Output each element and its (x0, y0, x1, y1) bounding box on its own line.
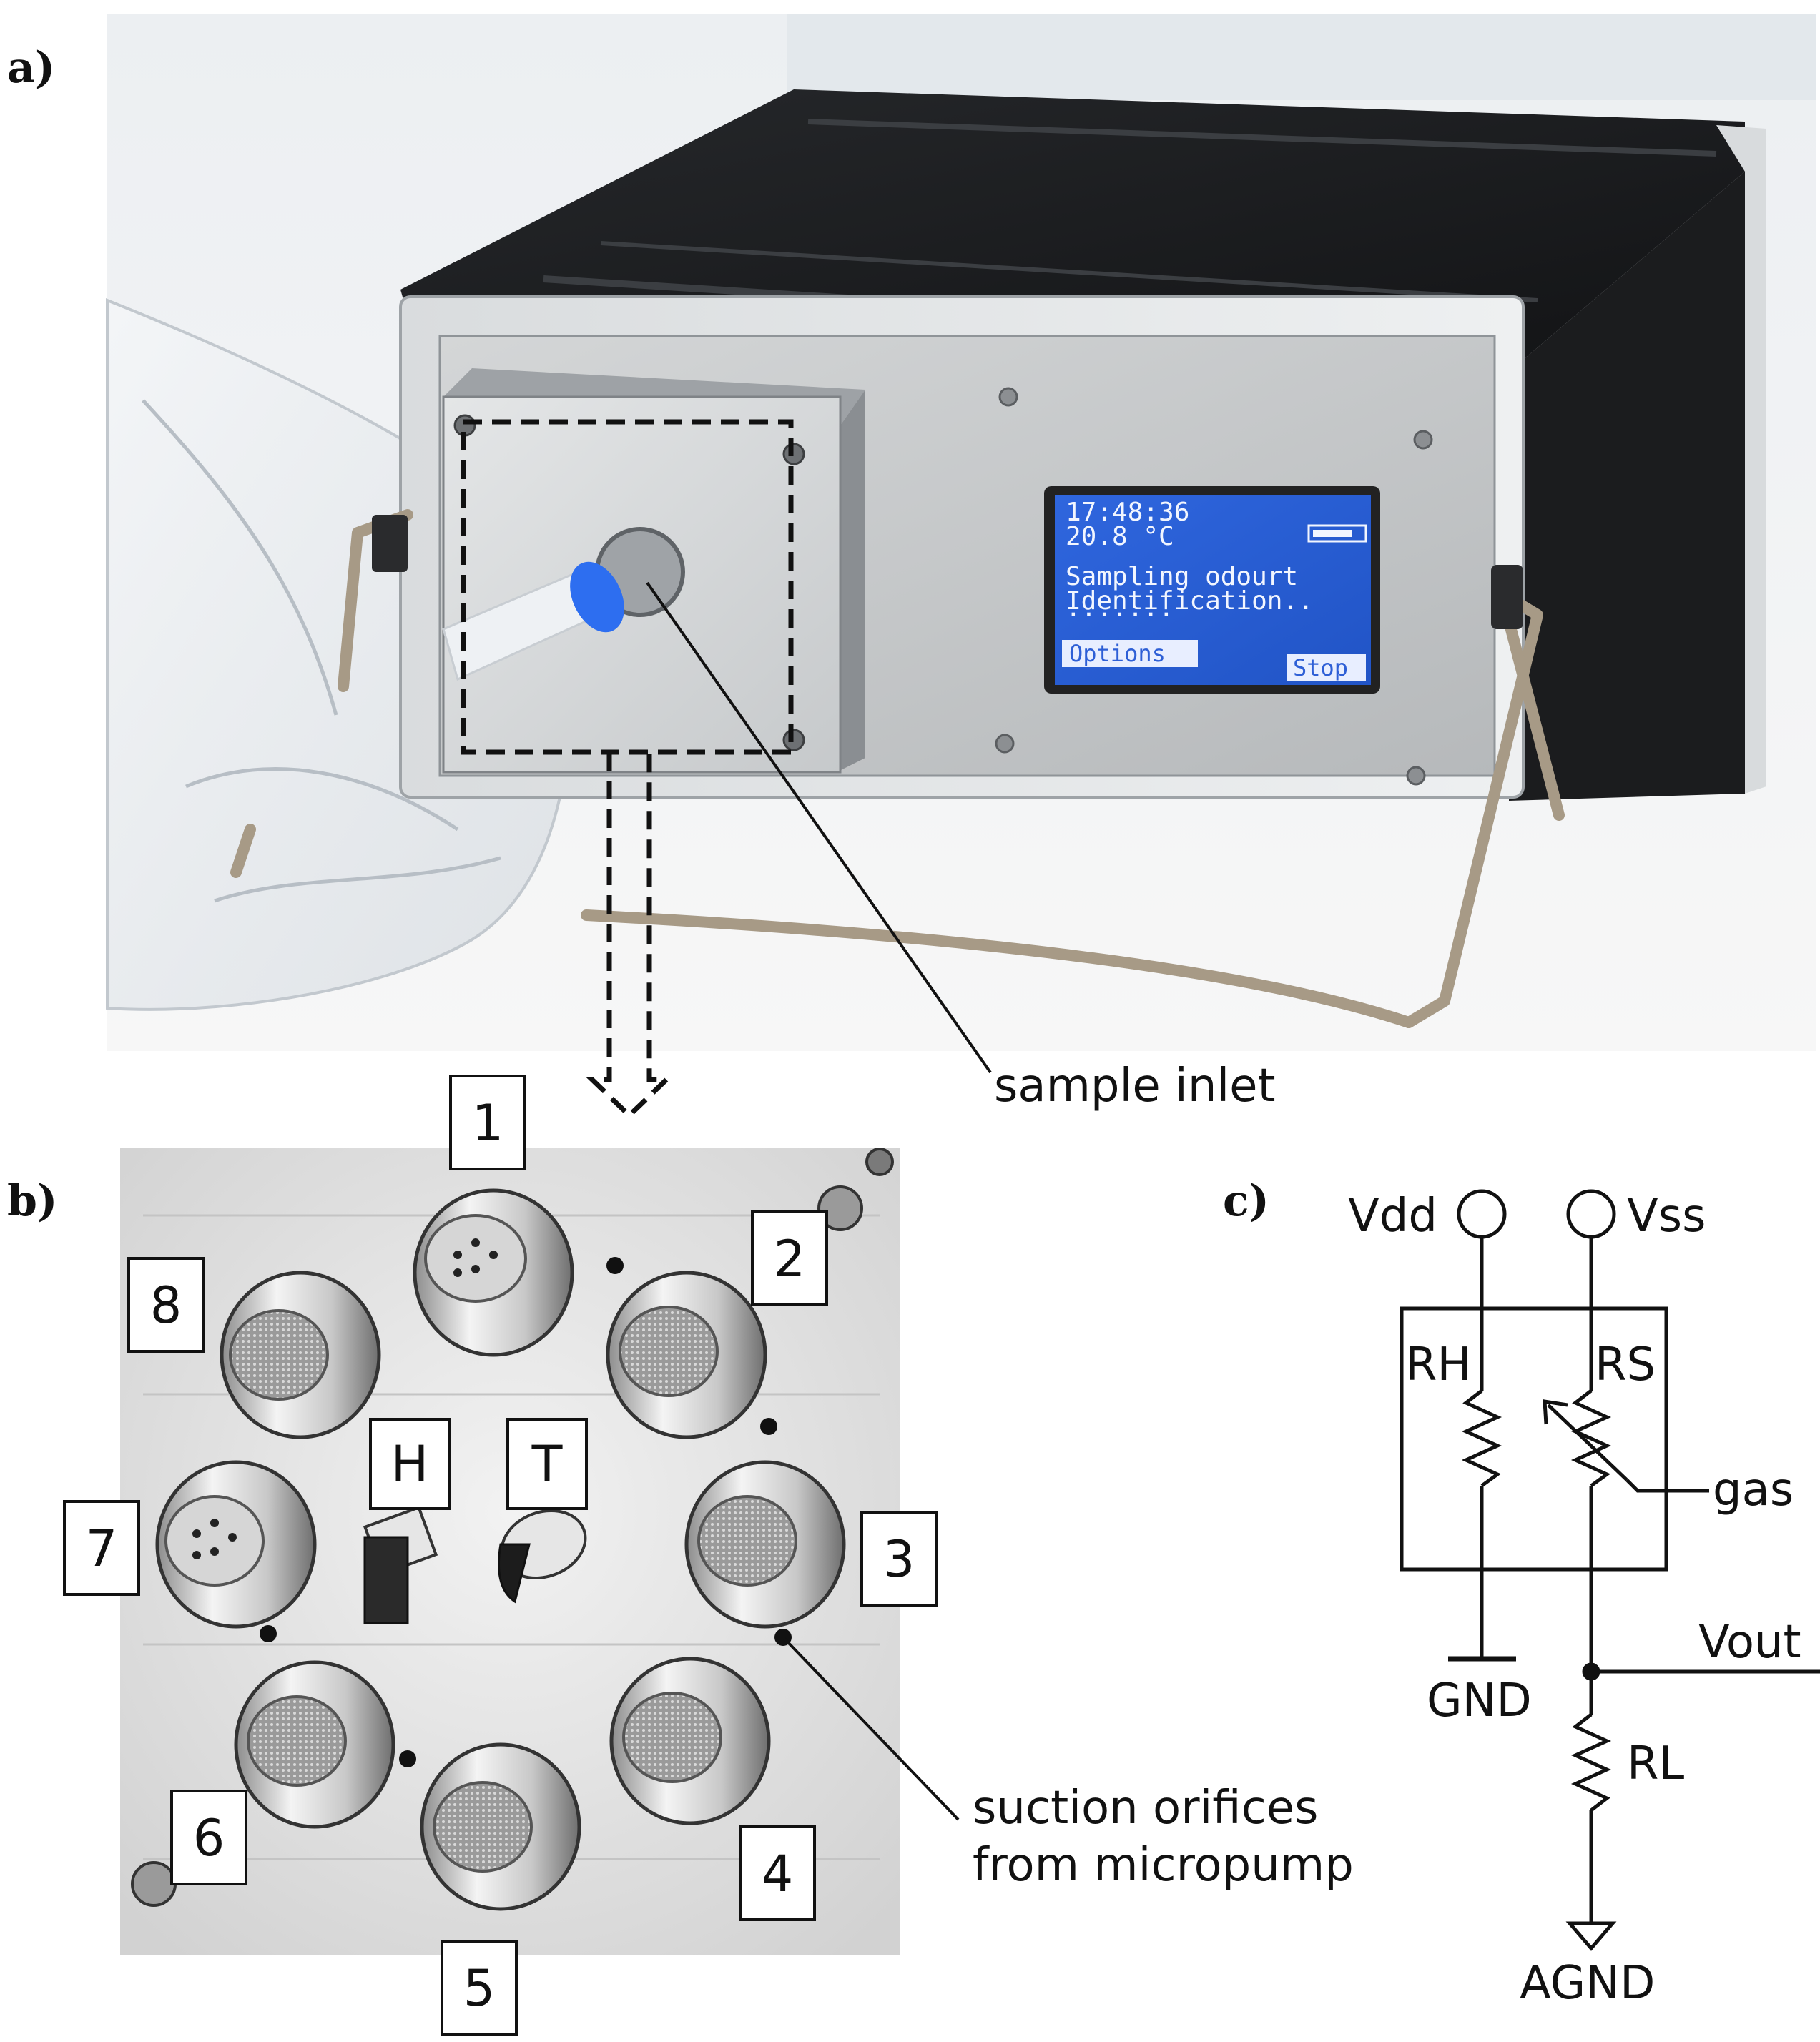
panel-label-b: b) (7, 1176, 57, 1226)
instrument-side-trim (1716, 125, 1766, 794)
sensor-label-box-7 (63, 1500, 140, 1596)
lcd-options-button[interactable] (1062, 640, 1198, 667)
plate-screw (131, 1861, 177, 1907)
circuit-labels: Vdd Vss RH RS gas Vout GND RL AGND (1348, 1190, 1801, 2010)
sensor-label-4: 4 (762, 1845, 794, 1903)
rs-label: RS (1595, 1338, 1656, 1391)
sensor-enclosure (1400, 1306, 1668, 1572)
sensor-label-box-1 (449, 1075, 526, 1170)
sensor-label-box-2 (751, 1210, 828, 1306)
sensor-label-3: 3 (883, 1530, 915, 1589)
vss-label: Vss (1627, 1190, 1706, 1243)
sensor-label-6: 6 (193, 1809, 225, 1868)
sample-inlet-label: sample inlet (994, 1060, 1276, 1113)
suction-label-line1: suction orifices (973, 1782, 1319, 1835)
lcd-stop-label: Stop (1293, 654, 1348, 681)
panel-label-c: c) (1223, 1176, 1269, 1226)
lcd-status-line2: Identification.. (1066, 586, 1314, 616)
sensor-label-box-3 (860, 1511, 938, 1607)
gas-sensor-7 (155, 1460, 317, 1629)
sensor-label-box-h (369, 1418, 451, 1510)
rl-label: RL (1627, 1737, 1684, 1790)
gas-sensor-5 (420, 1742, 581, 1911)
handle-pivot-left (372, 515, 408, 572)
sensor-label-box-t (506, 1418, 588, 1510)
sensor-label-box-4 (739, 1825, 816, 1921)
vdd-terminal (1457, 1189, 1507, 1239)
panel-a-photo: 17:48:36 20.8 °C Sampling odourt Identif… (106, 14, 1816, 1051)
sensor-label-2: 2 (774, 1230, 806, 1288)
instrument-side (1509, 172, 1745, 801)
gas-sensor-3 (684, 1460, 846, 1629)
agnd-label: AGND (1520, 1957, 1655, 2010)
sensor-label-box-6 (170, 1790, 247, 1885)
suction-label-line2: from micropump (973, 1839, 1354, 1892)
sensor-label-box-8 (127, 1257, 205, 1353)
heater-resistor-rh (1461, 1389, 1502, 1488)
panel-label-a: a) (7, 43, 55, 93)
dashed-region-box (461, 419, 794, 755)
sensor-label-8: 8 (150, 1276, 182, 1335)
temperature-sensor (498, 1509, 587, 1604)
inlet-collet (570, 561, 624, 633)
sensor-number-boxes: 1 2 3 4 5 6 7 8 H T (63, 1075, 938, 2036)
lcd-temperature: 20.8 °C (1066, 522, 1174, 551)
dashed-arrow (586, 752, 673, 1119)
suction-orifice-leader (783, 1637, 960, 1821)
sample-inlet-leader (646, 581, 992, 1074)
sensor-label-t: T (531, 1435, 563, 1494)
agnd-symbol (1565, 1921, 1617, 1951)
sensor-label-5: 5 (463, 1959, 496, 2018)
panel-screws (995, 387, 1433, 786)
lcd-progress: ······· (1066, 601, 1174, 630)
gas-sensor-2 (606, 1271, 767, 1439)
sensing-resistor-rs (1570, 1389, 1612, 1488)
gas-sensor-8 (220, 1271, 381, 1439)
sensor-box-side (837, 390, 865, 772)
vdd-label: Vdd (1348, 1190, 1437, 1243)
lcd-status-line1: Sampling odourt (1066, 562, 1298, 591)
plate-screw (817, 1185, 863, 1231)
gas-label: gas (1713, 1464, 1794, 1516)
lcd-options-label: Options (1069, 640, 1166, 667)
load-resistor-rl (1570, 1713, 1612, 1812)
variable-resistor-arrow (1547, 1404, 1628, 1481)
gas-sensor-6 (234, 1660, 395, 1829)
inlet-highlight (461, 419, 794, 1119)
battery-level-icon (1313, 530, 1352, 537)
gas-sensor-1 (413, 1188, 574, 1357)
gas-sensor-4 (609, 1657, 771, 1825)
lcd-time: 17:48:36 (1066, 498, 1189, 527)
sensor-label-h: H (391, 1435, 429, 1494)
sensor-label-7: 7 (86, 1519, 118, 1578)
panel-c-circuit (1400, 1189, 1820, 1951)
gnd-label: GND (1427, 1674, 1532, 1727)
rh-label: RH (1405, 1338, 1472, 1391)
variable-arrow-head (1543, 1399, 1568, 1425)
bag-creases (142, 399, 501, 903)
humidity-sensor (363, 1505, 438, 1624)
battery-icon (1307, 524, 1367, 543)
gas-lead (1625, 1479, 1709, 1493)
sensor-label-1: 1 (472, 1094, 504, 1153)
suction-orifices (260, 1257, 792, 1767)
plate-screw (865, 1148, 894, 1176)
sensor-label-box-5 (441, 1940, 518, 2036)
background-wall (787, 14, 1816, 100)
vss-terminal (1566, 1189, 1616, 1239)
vout-label: Vout (1698, 1616, 1801, 1669)
handle-pivot (1491, 565, 1523, 629)
lcd-display: 17:48:36 20.8 °C Sampling odourt Identif… (1044, 486, 1380, 694)
lcd-stop-button[interactable] (1287, 654, 1366, 681)
